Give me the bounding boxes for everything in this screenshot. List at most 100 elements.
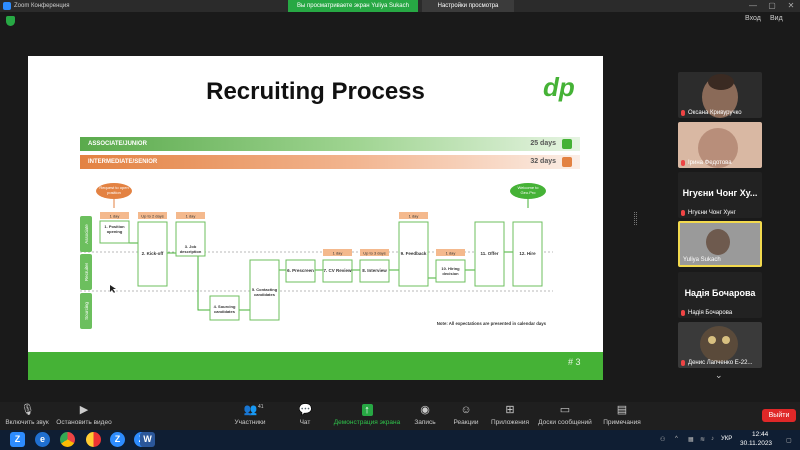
participant-name: Ірина Федотова xyxy=(688,160,732,166)
lane-label: Recruiter xyxy=(84,262,89,281)
taskbar-clock-date[interactable]: 30.11.2023 xyxy=(740,440,773,447)
taskbar-edge-icon[interactable]: e xyxy=(35,432,50,447)
taskbar-chrome-icon[interactable] xyxy=(60,432,75,447)
zoom-app-icon xyxy=(3,2,11,10)
os-taskbar xyxy=(0,430,800,450)
scroll-down-icon[interactable]: ⌄ xyxy=(715,370,723,380)
language-indicator[interactable]: УКР xyxy=(721,436,733,442)
tray-wifi-icon[interactable]: ≋ xyxy=(700,437,706,443)
timeline-bar-junior: ASSOCIATE/JUNIOR 25 days xyxy=(80,137,580,151)
share-screen-label: Демонстрация экрана xyxy=(333,419,401,426)
step-10-hiring-decision: 10. Hiring decision 1 day xyxy=(435,249,466,283)
login-button[interactable]: Вход xyxy=(745,15,761,22)
step-label: 5. Contacting candidates xyxy=(251,287,278,297)
step-label: 1. Position opening xyxy=(104,224,125,234)
record-icon: ◉ xyxy=(420,404,430,416)
taskbar-yandex-icon[interactable] xyxy=(86,432,101,447)
bar-label: ASSOCIATE/JUNIOR xyxy=(88,141,147,147)
microphone-muted-icon xyxy=(681,310,685,316)
record-button[interactable]: ◉ Запись xyxy=(410,404,440,426)
whiteboard-icon: ▭ xyxy=(559,404,571,416)
step-duration-tag: Up to 2 days xyxy=(141,214,163,219)
step-9-feedback: 9. Feedback 1 day xyxy=(398,212,429,287)
slide-footer-band xyxy=(28,352,603,380)
step-label: 6. Prescreen xyxy=(287,268,314,273)
whiteboards-button[interactable]: ▭ Доски сообщений xyxy=(535,404,595,426)
shared-slide: Recruiting Process dp ASSOCIATE/JUNIOR 2… xyxy=(28,56,603,380)
close-icon[interactable]: ✕ xyxy=(787,1,795,10)
meeting-toolbar xyxy=(0,402,800,430)
thumbs-up-icon xyxy=(562,139,572,149)
minimize-icon[interactable]: — xyxy=(749,1,757,10)
taskbar-word-icon[interactable]: W xyxy=(140,432,155,447)
step-1-position-opening: 1. Position opening 1 day xyxy=(99,212,130,244)
participant-tile[interactable]: Нгуєни Чонг Ху... Нгуєни Чонг Хунг xyxy=(678,172,762,218)
participant-video xyxy=(698,128,738,168)
tray-person-icon[interactable]: ⚇ xyxy=(660,437,666,443)
notes-button[interactable]: ▤ Примечания xyxy=(600,404,644,426)
camera-icon: ▶ xyxy=(79,404,89,416)
share-screen-button[interactable]: ↑ Демонстрация экрана xyxy=(332,404,402,426)
step-5-contacting-candidates: 5. Contacting candidates xyxy=(249,259,280,321)
participants-button[interactable]: 👥 41 Участники xyxy=(228,404,272,426)
panel-resize-handle[interactable] xyxy=(634,212,637,225)
apps-label: Приложения xyxy=(490,419,530,426)
step-8-interview: 8. Interview Up to 3 days xyxy=(359,249,390,283)
step-duration-tag: 1 day xyxy=(409,214,419,219)
notes-icon: ▤ xyxy=(616,404,628,416)
slide-note: Note: All expectations are presented in … xyxy=(437,321,547,326)
participant-display-name: Надія Бочарова xyxy=(684,288,756,298)
step-duration-tag: Up to 3 days xyxy=(363,251,385,256)
step-label: 10. Hiring decision xyxy=(441,266,460,276)
taskbar-zoom-icon[interactable]: Z xyxy=(110,432,125,447)
participant-video xyxy=(706,229,730,255)
mute-label: Включить звук xyxy=(5,419,49,426)
reactions-button[interactable]: ☺ Реакции xyxy=(450,404,482,426)
timeline-bar-senior: INTERMEDIATE/SENIOR 32 days xyxy=(80,155,580,169)
taskbar-zoom-icon[interactable]: Z xyxy=(10,432,25,447)
notes-label: Примечания xyxy=(603,419,641,426)
video-button[interactable]: ▶ Остановить видео xyxy=(55,404,113,426)
participant-tile[interactable]: Оксана Кривуручко xyxy=(678,72,762,118)
participant-tile[interactable]: Денис Лапченко Е-22... xyxy=(678,322,762,368)
participant-name: Нгуєни Чонг Хунг xyxy=(688,210,736,216)
step-label: 11. Offer xyxy=(480,251,498,256)
notifications-icon[interactable]: ▢ xyxy=(786,438,792,444)
participant-tile-active-speaker[interactable]: Yuliya Sukach xyxy=(678,221,762,267)
microphone-muted-icon xyxy=(681,210,685,216)
step-label: 2. Kick-off xyxy=(142,251,164,256)
participant-tile[interactable]: Ірина Федотова xyxy=(678,122,762,168)
slide-page-number: # 3 xyxy=(568,357,581,367)
apps-button[interactable]: ⊞ Приложения xyxy=(488,404,532,426)
step-label: 4. Sourcing candidates xyxy=(213,304,236,314)
participant-display-name: Нгуєни Чонг Ху... xyxy=(682,188,758,198)
tray-network-icon[interactable]: ▦ xyxy=(688,437,694,443)
tray-expand-icon[interactable]: ^ xyxy=(675,436,678,442)
step-duration-tag: 1 day xyxy=(186,214,196,219)
tray-volume-icon[interactable]: ♪ xyxy=(711,436,714,442)
step-label: 3. Job description xyxy=(179,244,202,254)
participant-name: Надія Бочарова xyxy=(688,310,733,316)
end-bubble-text: Welcome to Geo.Pro xyxy=(517,185,539,195)
view-settings-button[interactable]: Настройки просмотра xyxy=(422,0,514,12)
step-3-job-description: 3. Job description 1 day xyxy=(175,212,206,257)
security-shield-icon[interactable] xyxy=(6,16,15,26)
reactions-label: Реакции xyxy=(453,419,479,426)
participant-video xyxy=(700,326,738,362)
lane-label-box xyxy=(80,293,92,329)
slide-title: Recruiting Process xyxy=(206,78,425,105)
chat-button[interactable]: 💬 Чат xyxy=(290,404,320,426)
step-11-offer: 11. Offer xyxy=(474,221,505,287)
mute-button[interactable]: 🎙 Включить звук xyxy=(2,404,52,426)
participant-count: 41 xyxy=(258,404,264,410)
start-bubble-text: Request to open position xyxy=(99,185,129,195)
view-button[interactable]: Вид xyxy=(770,15,783,22)
lane-label: Sourcing xyxy=(84,302,89,320)
participant-video xyxy=(722,336,730,344)
participant-tile[interactable]: Надія Бочарова Надія Бочарова xyxy=(678,272,762,318)
maximize-icon[interactable]: ▢ xyxy=(768,1,776,10)
lane-label-box xyxy=(80,216,92,252)
leave-meeting-button[interactable]: Выйти xyxy=(762,409,796,422)
taskbar-clock-time[interactable]: 12:44 xyxy=(752,431,769,438)
step-duration-tag: 1 day xyxy=(333,251,343,256)
